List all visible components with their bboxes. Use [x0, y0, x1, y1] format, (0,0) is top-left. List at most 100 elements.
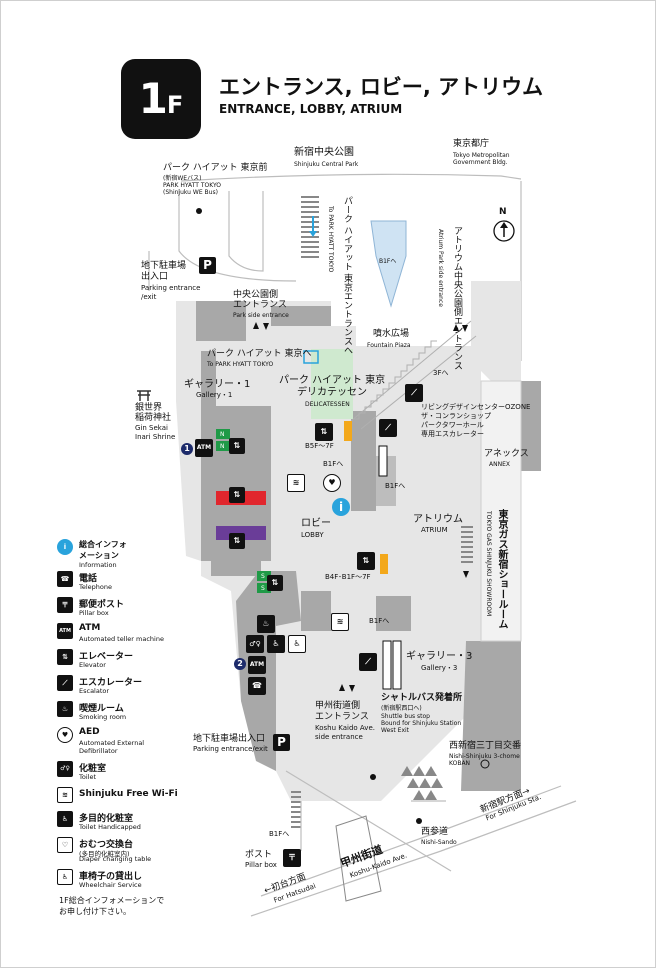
- lobby-en: LOBBY: [301, 531, 324, 539]
- fountain-water: [370, 220, 407, 308]
- post-en: Pillar box: [245, 861, 277, 869]
- parking2-jp: 地下駐車場出入口: [193, 734, 266, 744]
- atrium-park-side-vertical-en: Atrium Park side entrance: [437, 229, 444, 307]
- elevator-icon-b5f: ⇅: [315, 423, 333, 441]
- stripes: [291, 196, 473, 828]
- b5f-7f: B5F～7F: [305, 442, 334, 450]
- telephone-icon-map: ☎: [248, 677, 266, 695]
- ozone-jp2: ザ・コンランショップ: [421, 412, 491, 420]
- ozone-jp1: リビングデザインセンターOZONE: [421, 403, 531, 411]
- atm-marker-1: 1: [181, 443, 193, 455]
- b1f-to-4: B1Fへ: [369, 617, 390, 625]
- elevator-icon-red: ⇅: [229, 487, 245, 503]
- central-park-en: Shinjuku Central Park: [294, 161, 359, 168]
- shuttle-en2: Bound for Shinjuku Station: [381, 720, 462, 727]
- tmg-en1: Tokyo Metropolitan: [453, 152, 510, 159]
- atrium-en: ATRIUM: [421, 526, 448, 534]
- building-s: [301, 591, 331, 631]
- staircase: [350, 320, 477, 430]
- footer-note-line1: 1F総合インフォメーションで: [59, 896, 165, 905]
- elevator-n-label-2: N: [220, 443, 225, 450]
- handicapped-toilet-icon-map: ♿: [267, 635, 285, 653]
- koban-en2: KOBAN: [449, 760, 471, 767]
- accent-bar-2: [380, 554, 388, 574]
- building-se: [376, 596, 411, 631]
- deli-en: DELICATESSEN: [305, 401, 350, 408]
- wheelchair-icon-map: ♿: [288, 635, 306, 653]
- building-se2: [461, 641, 521, 791]
- to-park-hyatt-en: To PARK HYATT TOKYO: [207, 361, 274, 368]
- smoking-room-icon: ♨: [57, 701, 73, 717]
- atrium-park-side-vertical: アトリウム中央公園側エントランス: [452, 226, 462, 370]
- elevator-icon-purple: ⇅: [229, 533, 245, 549]
- road-arc: [178, 189, 297, 282]
- b1f-fountain: B1Fへ: [379, 258, 397, 265]
- annex-en: ANNEX: [489, 461, 510, 468]
- atm-icon-2: ATM: [248, 656, 266, 674]
- park-hyatt-bus-jp: パーク ハイアット 東京前: [163, 163, 268, 173]
- nishisando-dot: [416, 818, 422, 824]
- bus-stop-dot: [196, 208, 202, 214]
- park-side-entrance-en: Park side entrance: [233, 312, 289, 319]
- nishisando-jp: 西参道: [421, 827, 449, 837]
- crosswalk: [335, 815, 382, 902]
- park-hyatt-entrance-vertical-en: To PARK HYATT TOKYO: [327, 206, 334, 273]
- building-nw: [196, 301, 246, 341]
- central-park-jp: 新宿中央公園: [294, 147, 354, 158]
- gallery1-jp: ギャラリー・1: [184, 379, 251, 390]
- post-jp: ポスト: [245, 850, 273, 860]
- showroom-jp: 東京ガス新宿ショールーム: [496, 509, 507, 629]
- information-icon-lobby: i: [332, 498, 350, 516]
- pillar-box-icon-map: 〒: [283, 849, 301, 867]
- shuttle-sub: (新宿駅西口へ): [381, 705, 422, 712]
- elevator-s-label-2: S: [261, 585, 265, 592]
- shrine-jp2: 稲荷神社: [135, 413, 172, 423]
- parking2-en: Parking entrance/exit: [193, 745, 268, 753]
- accent-bar-1: [344, 421, 352, 441]
- information-icon: i: [57, 539, 73, 555]
- telephone-icon: ☎: [57, 571, 73, 587]
- elevator-icon-n: ⇅: [229, 438, 245, 454]
- annex-jp: アネックス: [484, 449, 529, 459]
- shuttle-jp: シャトルバス発着所: [381, 693, 463, 703]
- elevator-s-swatch-2: [257, 583, 271, 593]
- parking-entrance-jp1: 地下駐車場: [141, 261, 187, 271]
- wifi-icon-lobby: ≋: [287, 474, 305, 492]
- road-koshu-2: [250, 800, 577, 917]
- elevator-icon-s: ⇅: [267, 575, 283, 591]
- koshu-entrance-en2: side entrance: [315, 733, 363, 741]
- park-hyatt-bus-sub: (新宿WEバス): [163, 175, 202, 182]
- shrine-icon: [137, 390, 151, 401]
- building-annex: [521, 381, 541, 471]
- floor-suffix: F: [166, 91, 184, 119]
- parking-entrance-en2: /exit: [141, 293, 157, 301]
- page-title-en: ENTRANCE, LOBBY, ATRIUM: [219, 102, 403, 116]
- wifi-icon-south: ≋: [331, 613, 349, 631]
- wheelchair-icon: ♿: [57, 869, 73, 885]
- road-south-1: [285, 770, 452, 872]
- park-side-entrance-jp2: エントランス: [233, 300, 287, 310]
- handicapped-toilet-icon: ♿: [57, 811, 73, 827]
- park-hyatt-entrance-vertical: パーク ハイアット 東京エントランスへ: [342, 196, 352, 355]
- koban-jp: 西新宿三丁目交番: [449, 741, 522, 751]
- b1f-to-3: B1Fへ: [385, 482, 406, 490]
- road-koshu: [260, 785, 562, 897]
- atrium-jp: アトリウム: [413, 514, 463, 525]
- footer-note-line2: お申し付け下さい。: [59, 907, 131, 916]
- floor-badge: 1F: [121, 59, 201, 139]
- elevator-n-swatch-1: [216, 429, 230, 439]
- ozone-jp4: 専用エスカレーター: [421, 430, 484, 438]
- shuttle-en3: West Exit: [381, 727, 410, 734]
- triangle-pattern: [401, 766, 443, 800]
- pillar-box-icon: 〒: [57, 597, 73, 613]
- gallery3-en: Gallery・3: [421, 664, 458, 672]
- parking-icon-north: P: [199, 257, 216, 274]
- smoking-room-icon-map: ♨: [257, 615, 275, 633]
- nishisando-en: Nishi-Sando: [421, 839, 457, 846]
- escalator-icon-3f: ⟋: [405, 384, 423, 402]
- north-label: N: [499, 207, 507, 217]
- shrine-jp1: 銀世界: [135, 403, 163, 413]
- deli-jp1: パーク ハイアット 東京: [279, 375, 386, 386]
- toilet-icon-map: ♂♀: [246, 635, 264, 653]
